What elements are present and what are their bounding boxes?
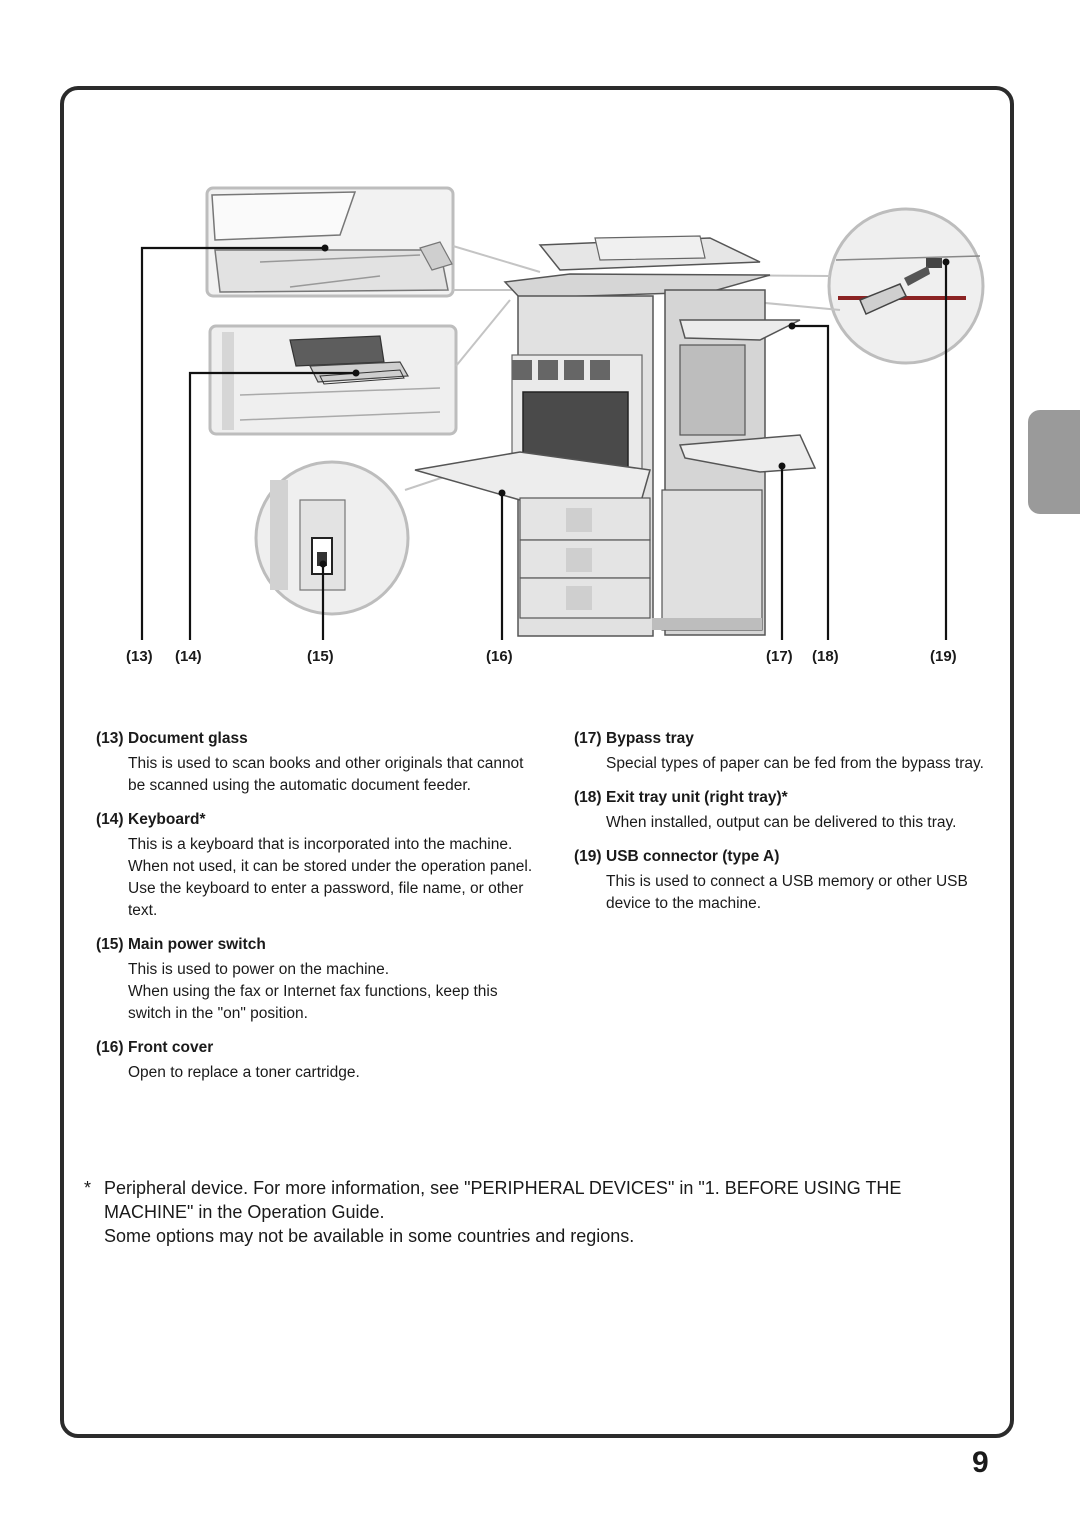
item-text: When using the fax or Internet fax funct… [128, 983, 498, 1022]
item-text: This is used to connect a USB memory or … [606, 873, 968, 912]
item-text: Use the keyboard to enter a password, fi… [128, 880, 524, 919]
item-title: Keyboard* [128, 811, 206, 828]
item-number: (14) [96, 811, 124, 828]
footnote-text: Peripheral device. For more information,… [104, 1178, 902, 1222]
callout-dot-13 [321, 244, 329, 252]
callout-14: (14) [175, 648, 202, 665]
descriptions-left: (13)Document glass This is used to scan … [96, 730, 536, 1098]
page-number: 9 [972, 1446, 989, 1479]
callout-17: (17) [766, 648, 793, 665]
item-document-glass: (13)Document glass This is used to scan … [96, 730, 536, 797]
item-number: (17) [574, 730, 602, 747]
item-text: This is used to power on the machine. [128, 961, 390, 978]
callout-dot-19 [942, 258, 950, 266]
page-frame [60, 86, 1014, 1438]
machine-illustration [140, 186, 985, 640]
callout-15: (15) [307, 648, 334, 665]
power-switch-inset [254, 460, 410, 616]
item-number: (16) [96, 1039, 124, 1056]
item-number: (18) [574, 789, 602, 806]
item-text: This is a keyboard that is incorporated … [128, 836, 533, 875]
item-number: (15) [96, 936, 124, 953]
item-title: Main power switch [128, 936, 266, 953]
item-text: This is used to scan books and other ori… [128, 755, 524, 794]
callout-13: (13) [126, 648, 153, 665]
chapter-side-tab [1028, 410, 1080, 514]
item-title: Bypass tray [606, 730, 694, 747]
callout-16: (16) [486, 648, 513, 665]
callout-dot-16 [498, 489, 506, 497]
callout-19: (19) [930, 648, 957, 665]
item-bypass-tray: (17)Bypass tray Special types of paper c… [574, 730, 1004, 775]
item-front-cover: (16)Front cover Open to replace a toner … [96, 1039, 536, 1084]
item-keyboard: (14)Keyboard* This is a keyboard that is… [96, 811, 536, 922]
item-number: (19) [574, 848, 602, 865]
item-main-power-switch: (15)Main power switch This is used to po… [96, 936, 536, 1025]
callout-dot-15 [319, 560, 327, 568]
callout-dot-17 [778, 462, 786, 470]
item-title: USB connector (type A) [606, 848, 780, 865]
footnote-asterisk: * [84, 1178, 92, 1198]
footnote-note: Some options may not be available in som… [104, 1226, 635, 1246]
descriptions-right: (17)Bypass tray Special types of paper c… [574, 730, 1004, 929]
item-title: Front cover [128, 1039, 214, 1056]
usb-connector-inset [827, 207, 985, 365]
item-title: Document glass [128, 730, 248, 747]
footnote: * Peripheral device. For more informatio… [84, 1176, 964, 1248]
callout-18: (18) [812, 648, 839, 665]
document-glass-inset [205, 186, 455, 298]
item-text: When installed, output can be delivered … [606, 814, 957, 831]
item-exit-tray-unit: (18)Exit tray unit (right tray)* When in… [574, 789, 1004, 834]
callout-dot-18 [788, 322, 796, 330]
copier-machine [414, 235, 817, 637]
item-number: (13) [96, 730, 124, 747]
item-text: Special types of paper can be fed from t… [606, 755, 984, 772]
callout-lines [140, 246, 948, 640]
item-usb-connector: (19)USB connector (type A) This is used … [574, 848, 1004, 915]
item-title: Exit tray unit (right tray)* [606, 789, 788, 806]
item-text: Open to replace a toner cartridge. [128, 1064, 360, 1081]
callout-dot-14 [352, 369, 360, 377]
keyboard-inset [208, 324, 458, 436]
